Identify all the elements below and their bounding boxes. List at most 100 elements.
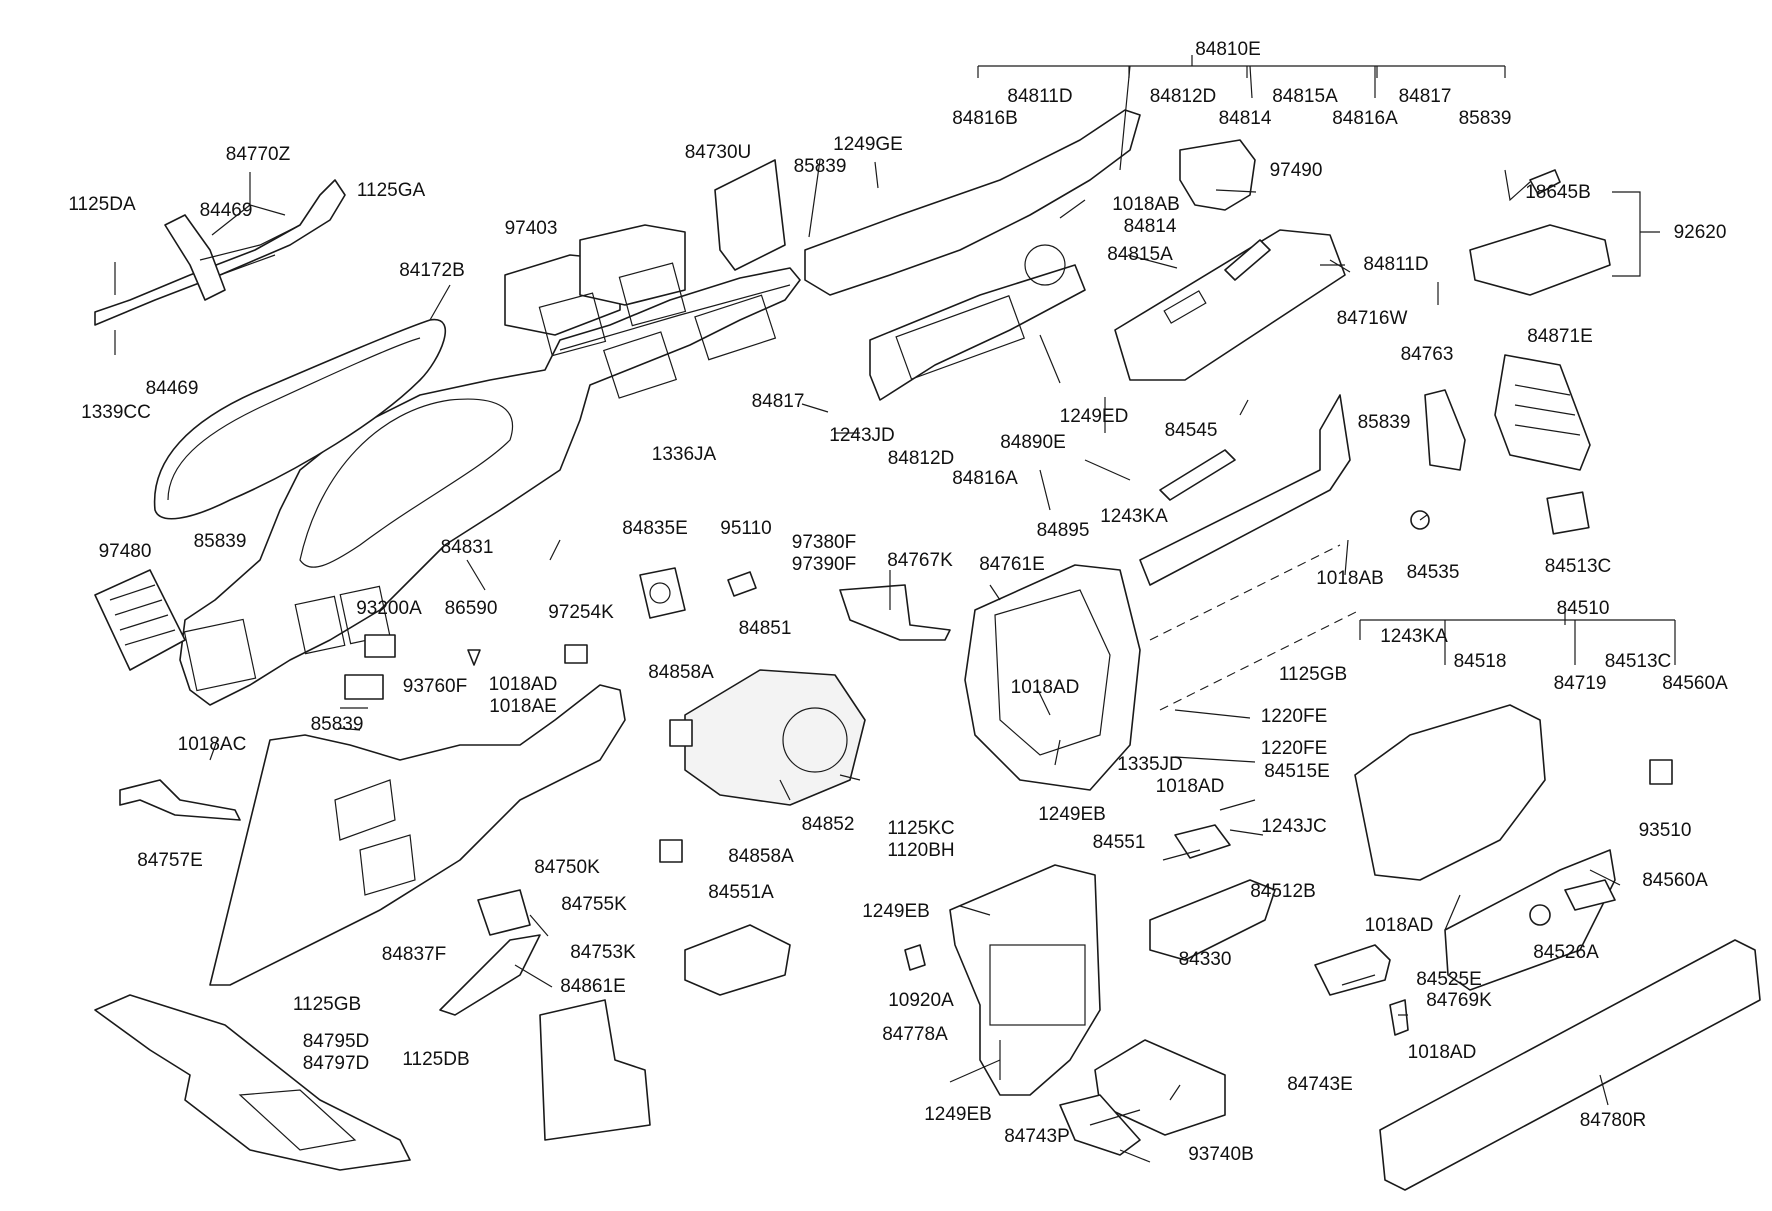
cover-84858A-b	[659, 839, 683, 863]
label-84730U: 84730U	[685, 142, 752, 163]
upper-pad-knob	[1024, 244, 1066, 286]
label-84716W: 84716W	[1337, 308, 1408, 329]
label-84551: 84551	[1093, 832, 1146, 853]
label-84172B: 84172B	[399, 260, 465, 281]
label-1220FE: 1220FE	[1261, 738, 1328, 759]
switch-84835E-knob	[649, 582, 671, 604]
plate-84861E	[539, 999, 651, 1141]
label-84513C: 84513C	[1545, 556, 1612, 577]
vent-housing-97403	[504, 224, 687, 357]
label-84525E: 84525E	[1416, 969, 1482, 990]
label-85839: 85839	[1459, 108, 1512, 129]
garnish-84780R	[1379, 939, 1761, 1191]
label-84560A: 84560A	[1662, 673, 1728, 694]
label-84778A: 84778A	[882, 1024, 948, 1045]
bracket-84769K	[1389, 999, 1409, 1036]
label-84815A: 84815A	[1107, 244, 1173, 265]
knee-bolster-inner	[238, 1089, 357, 1151]
label-84851: 84851	[739, 618, 792, 639]
label-84811D: 84811D	[1007, 86, 1072, 107]
label-97380F: 97380F	[792, 532, 856, 553]
lighter-95110	[727, 571, 757, 597]
label-1018AC: 1018AC	[178, 734, 247, 755]
label-84518: 84518	[1454, 651, 1507, 672]
label-84835E: 84835E	[622, 518, 688, 539]
label-84817: 84817	[752, 391, 805, 412]
label-84551A: 84551A	[708, 882, 774, 903]
label-1018AD: 1018AD	[1011, 677, 1080, 698]
label-84757E: 84757E	[137, 850, 203, 871]
cover-84755K	[477, 889, 531, 936]
label-84743P: 84743P	[1004, 1126, 1070, 1147]
label-84767K: 84767K	[887, 550, 953, 571]
label-84812D: 84812D	[1150, 86, 1217, 107]
label-97403: 97403	[505, 218, 558, 239]
label-84815A: 84815A	[1272, 86, 1338, 107]
label-85839: 85839	[1358, 412, 1411, 433]
label-1018AD: 1018AD	[1365, 915, 1434, 936]
label-84753K: 84753K	[570, 942, 636, 963]
label-1125DA: 1125DA	[68, 194, 136, 215]
label-84535: 84535	[1407, 562, 1460, 583]
label-92620: 92620	[1674, 222, 1727, 243]
label-84545: 84545	[1165, 420, 1218, 441]
label-84769K: 84769K	[1426, 990, 1492, 1011]
label-84763: 84763	[1401, 344, 1454, 365]
label-1125DB: 1125DB	[402, 1049, 469, 1070]
center-panel-opening	[895, 295, 1026, 380]
label-97390F: 97390F	[792, 554, 856, 575]
label-84513C	[1546, 491, 1590, 535]
cup-holder-97490	[1179, 139, 1256, 211]
label-1249ED: 1249ED	[1060, 406, 1129, 427]
bracket-84757E	[119, 779, 241, 821]
label-93760F: 93760F	[403, 676, 467, 697]
switch-93200A	[364, 634, 396, 658]
label-85839: 85839	[311, 714, 364, 735]
switch-84835E	[639, 567, 686, 619]
label-84510: 84510	[1557, 598, 1610, 619]
label-84469: 84469	[200, 200, 253, 221]
switch-93510	[1649, 759, 1673, 785]
label-84810E: 84810E	[1195, 39, 1261, 60]
label-1243JC: 1243JC	[1261, 816, 1327, 837]
duct-panel-84871E	[1494, 354, 1591, 471]
label-84743E: 84743E	[1287, 1074, 1353, 1095]
label-1249EB: 1249EB	[924, 1104, 992, 1125]
label-84858A: 84858A	[648, 662, 714, 683]
cluster-bezel-84172B	[153, 319, 447, 520]
label-93740B: 93740B	[1188, 1144, 1254, 1165]
label-85839: 85839	[794, 156, 847, 177]
label-1125GB: 1125GB	[293, 994, 361, 1015]
audio-bezel-84778A	[949, 864, 1101, 1096]
cap-10920A	[904, 944, 926, 971]
label-84560A: 84560A	[1642, 870, 1708, 891]
label-84858A: 84858A	[728, 846, 794, 867]
label-95110: 95110	[720, 518, 771, 539]
label-1339CC: 1339CC	[81, 402, 151, 423]
garnish-84815A	[1224, 239, 1271, 281]
label-84837F: 84837F	[382, 944, 446, 965]
label-84814: 84814	[1124, 216, 1177, 237]
label-1249EB: 1249EB	[862, 901, 930, 922]
cover-84753K	[439, 934, 541, 1016]
label-1243KA: 1243KA	[1100, 506, 1168, 527]
side-panel-84763	[1424, 389, 1466, 471]
audio-bezel-opening	[989, 944, 1086, 1026]
label-84770Z: 84770Z	[226, 144, 291, 165]
label-84515E: 84515E	[1264, 761, 1330, 782]
cluster-bezel-inner	[167, 337, 421, 501]
label-84817: 84817	[1399, 86, 1452, 107]
glove-box-84510	[1354, 704, 1616, 991]
label-1220FE: 1220FE	[1261, 706, 1328, 727]
label-84761E: 84761E	[979, 554, 1045, 575]
right-frame-84761E	[964, 394, 1361, 791]
label-84795D: 84795D	[303, 1031, 370, 1052]
label-86590: 86590	[445, 598, 498, 619]
label-84719: 84719	[1554, 673, 1607, 694]
label-84816A: 84816A	[952, 468, 1018, 489]
support-bracket-84770Z	[94, 179, 346, 326]
label-1125KC: 1125KC	[887, 818, 954, 839]
label-1335JD: 1335JD	[1117, 754, 1183, 775]
label-84755K: 84755K	[561, 894, 627, 915]
